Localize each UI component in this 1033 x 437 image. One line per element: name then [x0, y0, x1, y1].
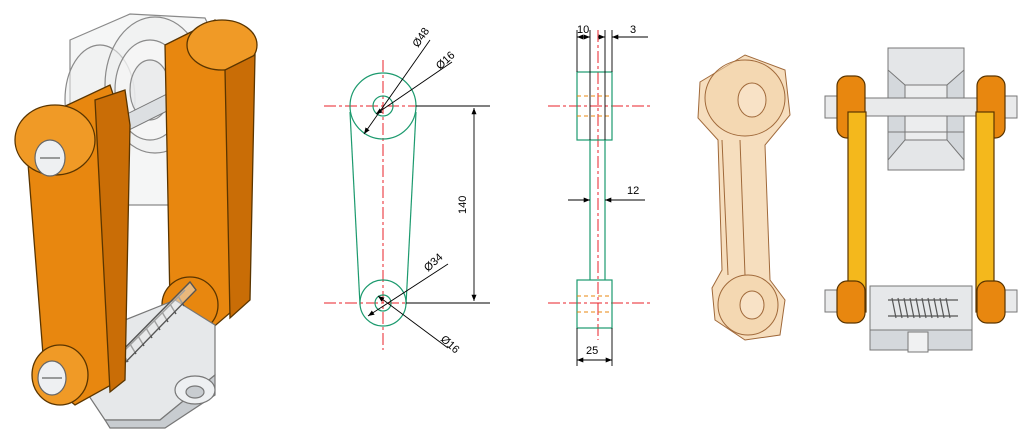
spring-front: [888, 297, 958, 319]
screw-heads: [34, 139, 67, 396]
dim-width-10: 10: [577, 24, 589, 36]
side-outline: [576, 71, 613, 329]
side-hidden-lines: [577, 95, 612, 313]
translucent-lever: [697, 54, 791, 341]
side-dimension-lines: [568, 30, 648, 366]
dim-dia-34: Ø34: [422, 251, 445, 274]
orthographic-assembly-view: [824, 47, 1018, 353]
dim-thickness-12: 12: [627, 185, 639, 197]
side-view: 10 3 12 25: [548, 24, 650, 366]
dim-dia-16-bottom: Ø16: [438, 333, 461, 356]
base-front: [869, 285, 973, 353]
dim-offset-3: 3: [630, 24, 636, 36]
back-lever: [161, 19, 258, 334]
upper-shaft: [824, 95, 1018, 119]
side-center-lines: [548, 30, 650, 340]
lever-outline: [349, 72, 417, 327]
dim-width-25: 25: [586, 345, 598, 357]
right-lever-front: [975, 75, 1006, 324]
front-view: Ø48 Ø16 140 Ø34 Ø16: [324, 26, 490, 356]
dim-dia-48: Ø48: [411, 26, 433, 50]
left-lever-front: [836, 75, 867, 324]
isometric-assembly-view: [14, 13, 258, 429]
front-lever: [14, 84, 131, 406]
front-dimension-lines: [363, 39, 490, 349]
dim-dia-16-top: Ø16: [434, 49, 457, 72]
dim-center-distance: 140: [457, 196, 469, 214]
lower-shaft: [824, 289, 1018, 313]
